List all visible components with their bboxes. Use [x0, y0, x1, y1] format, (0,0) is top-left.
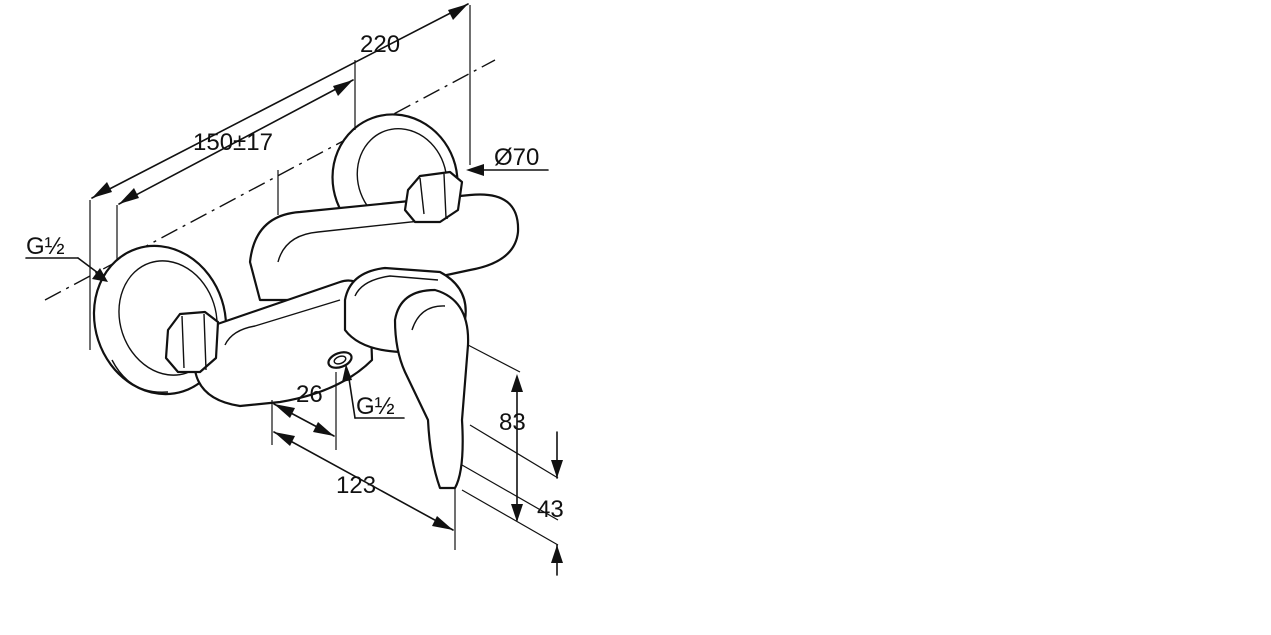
- dimension-diameter: [466, 164, 549, 176]
- connection-centre-line: [44, 59, 496, 301]
- dimension-150: [116, 60, 356, 260]
- label-center-distance: 150±17: [193, 129, 273, 156]
- label-projection: 123: [336, 472, 376, 499]
- label-outlet-thread: G½: [356, 393, 395, 420]
- dimension-26: [271, 372, 337, 450]
- inlet-thread-leader: [25, 257, 108, 282]
- outlet-thread-leader: [342, 364, 405, 419]
- dimension-220: [89, 3, 471, 350]
- label-inlet-thread: G½: [26, 233, 65, 260]
- dimension-83: [461, 344, 559, 522]
- label-lever-height: 83: [499, 409, 526, 436]
- mixer-body: [164, 170, 520, 490]
- label-outlet-offset: 26: [296, 381, 323, 408]
- dimension-123: [273, 431, 456, 550]
- dimension-43: [461, 431, 563, 576]
- label-outlet-height: 43: [537, 496, 564, 523]
- label-total-width: 220: [360, 31, 400, 58]
- label-rosette-diameter: Ø70: [494, 144, 539, 171]
